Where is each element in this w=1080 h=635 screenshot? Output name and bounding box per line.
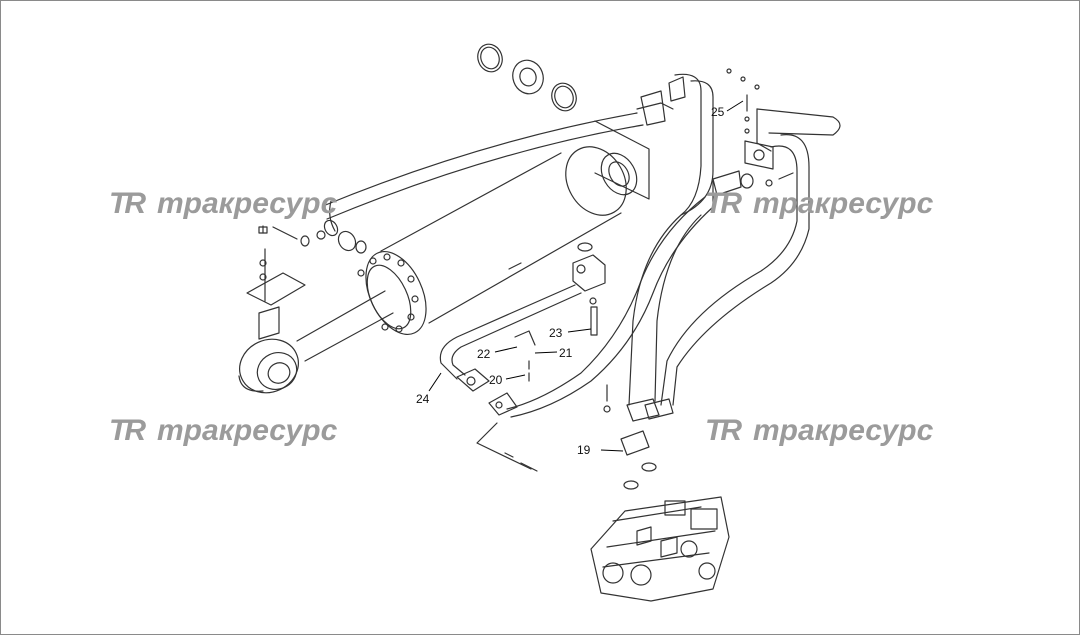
watermark-text: тракресурс <box>157 187 338 220</box>
callout-25: 25 <box>711 105 725 119</box>
seal-kit <box>477 43 577 112</box>
control-valve <box>590 496 730 602</box>
leader-23 <box>567 328 592 333</box>
leader-25 <box>726 100 744 112</box>
lower-flange <box>456 196 714 472</box>
callout-23: 23 <box>549 326 563 340</box>
watermark-text: тракресурс <box>753 414 934 447</box>
watermark-bottom-left: TR тракресурс <box>109 411 337 451</box>
callout-19: 19 <box>577 443 591 457</box>
callout-22: 22 <box>477 347 491 361</box>
watermark-top-right: TR тракресурс <box>705 184 933 224</box>
leader-20 <box>505 374 526 380</box>
watermark-logo: TR <box>705 414 742 447</box>
leader-lines <box>428 100 744 452</box>
watermark-logo: TR <box>109 187 146 220</box>
watermark-logo: TR <box>705 187 742 220</box>
leader-19 <box>600 449 624 452</box>
right-hoses <box>603 134 810 490</box>
leader-24 <box>428 372 442 392</box>
watermark-top-left: TR тракресурс <box>109 184 337 224</box>
watermark-text: тракресурс <box>157 414 338 447</box>
watermark-bottom-right: TR тракресурс <box>705 411 933 451</box>
port-block <box>439 242 606 380</box>
leader-21 <box>534 351 558 354</box>
callout-21: 21 <box>559 346 573 360</box>
callout-20: 20 <box>489 373 503 387</box>
upper-hoses <box>322 73 714 237</box>
watermark-logo: TR <box>109 414 146 447</box>
callout-24: 24 <box>416 392 430 406</box>
hydraulic-cylinder <box>296 146 638 362</box>
watermark-text: тракресурс <box>753 187 934 220</box>
rod-eye <box>238 338 299 394</box>
left-bracket <box>246 225 306 340</box>
leader-22 <box>494 346 518 353</box>
fittings-left <box>272 226 367 254</box>
right-bracket <box>726 68 841 187</box>
